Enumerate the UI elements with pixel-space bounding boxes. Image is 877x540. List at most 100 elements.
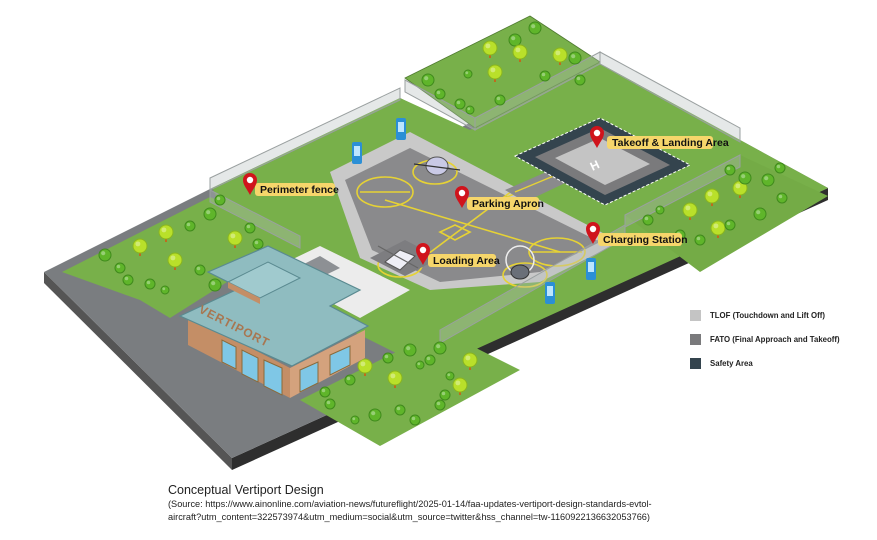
shrub-icon (528, 21, 542, 35)
shrub-icon (494, 94, 506, 106)
shrub-icon (539, 70, 551, 82)
tree-icon (462, 352, 478, 370)
legend-label: TLOF (Touchdown and Lift Off) (710, 310, 825, 320)
shrub-icon (244, 222, 256, 234)
callout-label: Perimeter fence (260, 184, 339, 196)
charger-icon (545, 282, 555, 304)
shrub-icon (319, 386, 331, 398)
callout-label: Charging Station (603, 234, 688, 246)
shrub-icon (415, 360, 425, 370)
charging-stations (352, 118, 596, 304)
figure-caption: Conceptual Vertiport Design (Source: htt… (168, 482, 828, 523)
callout-label: Parking Apron (472, 198, 544, 210)
legend-swatch-tlof (690, 309, 701, 321)
shrub-icon (252, 238, 264, 250)
caption-source-line-1: (Source: https://www.ainonline.com/aviat… (168, 499, 652, 509)
shrub-icon (382, 352, 394, 364)
shrub-icon (724, 219, 736, 231)
callout-tag (428, 254, 496, 267)
legend-item-safety-area: Safety Area (690, 351, 851, 375)
callout-takeoff-landing: Takeoff & Landing Area (590, 126, 729, 149)
caption-source-line-2: aircraft?utm_content=322573974&utm_mediu… (168, 511, 650, 522)
tree-icon (682, 202, 698, 220)
shrub-icon (421, 73, 435, 87)
callout-label: Takeoff & Landing Area (612, 137, 729, 149)
roof-cupola (226, 261, 302, 299)
callout-charging-station: Charging Station (586, 222, 688, 246)
tree-icon (132, 238, 148, 256)
shrub-icon (574, 74, 586, 86)
shrub-icon (434, 88, 446, 100)
tree-icon (552, 47, 568, 65)
shrub-icon (508, 33, 522, 47)
shrub-icon (774, 162, 786, 174)
map-pin-dot (419, 246, 427, 254)
map-pin-dot (593, 129, 601, 137)
legend-swatch-safety-area (690, 357, 701, 369)
shrub-icon (655, 205, 665, 215)
shrub-icon (463, 69, 473, 79)
callout-tag (467, 197, 539, 210)
shrub-icon (694, 234, 706, 246)
map-pin-icon (243, 173, 257, 195)
legend: TLOF (Touchdown and Lift Off) FATO (Fina… (690, 303, 851, 375)
shrub-icon (454, 98, 466, 110)
shrub-icon (403, 343, 417, 357)
fence-right-top (599, 51, 741, 143)
shrub-icon (98, 248, 112, 262)
evtol-aircraft (377, 156, 535, 280)
tree-icon (452, 377, 468, 395)
evtol-parked-top (413, 156, 461, 176)
callout-perimeter-fence: Perimeter fence (243, 173, 339, 196)
callout-loading-area: Loading Area (416, 243, 500, 267)
shrub-icon (753, 207, 767, 221)
tree-icon (357, 358, 373, 376)
charger-icon (352, 142, 362, 164)
charger-icon (396, 118, 406, 140)
shrub-icon (144, 278, 156, 290)
map-pin-icon (586, 222, 600, 244)
legend-label: Safety Area (710, 358, 753, 368)
fence-top-left (209, 87, 401, 191)
tree-icon (710, 220, 726, 238)
fence-right-lawn (624, 154, 741, 228)
building-windows (221, 339, 351, 396)
caption-title: Conceptual Vertiport Design (168, 483, 324, 497)
map-pin-icon (416, 243, 430, 265)
map-pin-dot (458, 189, 466, 197)
fence-left (209, 189, 301, 249)
shrub-icon (394, 404, 406, 416)
callout-tag (255, 183, 335, 196)
evtol-loading (377, 245, 419, 271)
map-pin-icon (455, 186, 469, 208)
tree-icon (167, 252, 183, 270)
trees (98, 21, 788, 426)
callout-tag (607, 136, 713, 149)
shrub-icon (776, 192, 788, 204)
legend-item-fato: FATO (Final Approach and Takeoff) (690, 327, 851, 351)
shrub-icon (184, 220, 196, 232)
shrub-icon (194, 264, 206, 276)
shrub-icon (324, 398, 336, 410)
legend-swatch-fato (690, 333, 701, 345)
callout-label: Loading Area (433, 255, 500, 267)
tree-icon (227, 230, 243, 248)
shrub-icon (409, 414, 421, 426)
shrub-icon (424, 354, 436, 366)
map-pin-icon (590, 126, 604, 148)
tree-icon (387, 370, 403, 388)
shrub-icon (203, 207, 217, 221)
vertiport-terminal: VERTIPORT (178, 245, 370, 398)
shrub-icon (761, 173, 775, 187)
map-pin-dot (589, 225, 597, 233)
tree-icon (704, 188, 720, 206)
shrub-icon (344, 374, 356, 386)
takeoff-landing-pad: H (513, 117, 692, 206)
shrub-icon (114, 262, 126, 274)
shrub-icon (122, 274, 134, 286)
tree-icon (158, 224, 174, 242)
shrub-icon (208, 278, 222, 292)
shrub-icon (350, 415, 360, 425)
legend-label: FATO (Final Approach and Takeoff) (710, 334, 840, 344)
map-pin-dot (246, 176, 254, 184)
